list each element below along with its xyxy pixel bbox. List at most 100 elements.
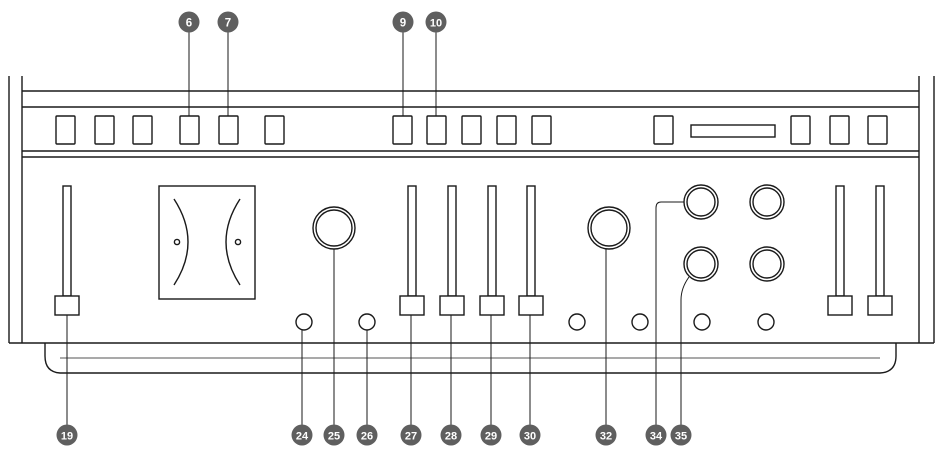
base-plinth xyxy=(44,343,897,374)
callout-badge: 10 xyxy=(425,11,447,33)
knob-upper-right-outer xyxy=(749,184,785,220)
slider-knob-right-2 xyxy=(867,295,893,316)
callout-label-27: 27 xyxy=(405,431,417,443)
small-button xyxy=(757,313,775,331)
callout-label-29: 29 xyxy=(485,431,497,443)
knob-34-inner xyxy=(686,187,716,217)
callout-label-35: 35 xyxy=(675,431,687,443)
push-button-9 xyxy=(392,115,413,145)
push-button-10 xyxy=(426,115,447,145)
callout-badge: 27 xyxy=(400,424,422,446)
callout-badge: 32 xyxy=(595,424,617,446)
callout-label-30: 30 xyxy=(524,431,536,443)
callout-label-10: 10 xyxy=(430,18,442,30)
callout-badge: 35 xyxy=(670,424,692,446)
callout-label-25: 25 xyxy=(328,431,340,443)
meter-right-pivot xyxy=(234,238,242,246)
callout-circle xyxy=(400,424,422,446)
callout-circle xyxy=(217,11,239,33)
callout-label-6: 6 xyxy=(186,18,192,30)
callout-label-24: 24 xyxy=(296,431,309,443)
callout-circle xyxy=(178,11,200,33)
slider-track-right-2 xyxy=(875,185,885,297)
slider-track-19 xyxy=(62,185,72,297)
knobs xyxy=(312,184,785,282)
push-button xyxy=(790,115,811,145)
callout-label-34: 34 xyxy=(650,431,663,443)
push-button xyxy=(829,115,850,145)
top-button-row xyxy=(55,115,888,145)
knob-32-inner xyxy=(590,209,628,247)
leader-line-35 xyxy=(680,276,690,425)
callout-badge: 19 xyxy=(56,424,78,446)
slider-knob-30 xyxy=(518,295,544,316)
callout-circle xyxy=(480,424,502,446)
callout-circle xyxy=(356,424,378,446)
push-button xyxy=(531,115,552,145)
knob-25-outer xyxy=(312,206,356,250)
knob-35-inner xyxy=(686,249,716,279)
slider-knob-right-1 xyxy=(827,295,853,316)
push-button xyxy=(496,115,517,145)
callout-badge: 34 xyxy=(645,424,667,446)
knob-32-outer xyxy=(587,206,631,250)
callout-circle xyxy=(440,424,462,446)
slider-track-27 xyxy=(407,185,417,297)
push-button xyxy=(867,115,888,145)
callouts-top: 6 7 9 10 xyxy=(178,11,447,33)
knob-lower-right-inner xyxy=(752,249,782,279)
callout-label-9: 9 xyxy=(400,18,406,30)
slider-track-28 xyxy=(447,185,457,297)
callout-label-19: 19 xyxy=(61,431,73,443)
slider-track-29 xyxy=(487,185,497,297)
knob-25-inner xyxy=(315,209,353,247)
callout-badge: 6 xyxy=(178,11,200,33)
callout-circle xyxy=(645,424,667,446)
leader-line-34 xyxy=(655,201,684,425)
knob-34-outer xyxy=(683,184,719,220)
callout-badge: 26 xyxy=(356,424,378,446)
small-buttons xyxy=(295,313,775,331)
callout-badge: 9 xyxy=(392,11,414,33)
slider-knob-27 xyxy=(399,295,425,316)
push-button-6 xyxy=(179,115,200,145)
callout-badge: 30 xyxy=(519,424,541,446)
callout-circle xyxy=(670,424,692,446)
small-button xyxy=(568,313,586,331)
slider-knob-29 xyxy=(479,295,505,316)
leader-lines xyxy=(66,31,690,425)
slider-knob-28 xyxy=(439,295,465,316)
callout-label-7: 7 xyxy=(225,18,231,30)
callout-badge: 7 xyxy=(217,11,239,33)
meter-window xyxy=(158,185,256,300)
small-button-24 xyxy=(295,313,313,331)
slider-track-30 xyxy=(526,185,536,297)
callout-label-32: 32 xyxy=(600,431,612,443)
push-button xyxy=(653,115,674,145)
callout-circle xyxy=(595,424,617,446)
meter-left-needle-arc xyxy=(173,198,189,286)
callout-circle xyxy=(56,424,78,446)
panel-outline xyxy=(8,76,935,374)
sliders xyxy=(54,185,893,316)
callout-label-28: 28 xyxy=(445,431,457,443)
small-button xyxy=(693,313,711,331)
callout-circle xyxy=(291,424,313,446)
push-button xyxy=(132,115,153,145)
slider-track-right-1 xyxy=(835,185,845,297)
callout-label-26: 26 xyxy=(361,431,373,443)
callouts-bottom: 19 24 25 26 27 28 29 30 xyxy=(56,424,692,446)
callout-circle xyxy=(519,424,541,446)
callout-badge: 25 xyxy=(323,424,345,446)
callout-badge: 24 xyxy=(291,424,313,446)
callout-badge: 29 xyxy=(480,424,502,446)
push-button xyxy=(94,115,115,145)
meter-left-pivot xyxy=(173,238,181,246)
small-button-26 xyxy=(358,313,376,331)
callout-circle xyxy=(425,11,447,33)
knob-35-outer xyxy=(683,246,719,282)
display-window xyxy=(690,124,776,138)
push-button xyxy=(55,115,76,145)
callout-circle xyxy=(392,11,414,33)
